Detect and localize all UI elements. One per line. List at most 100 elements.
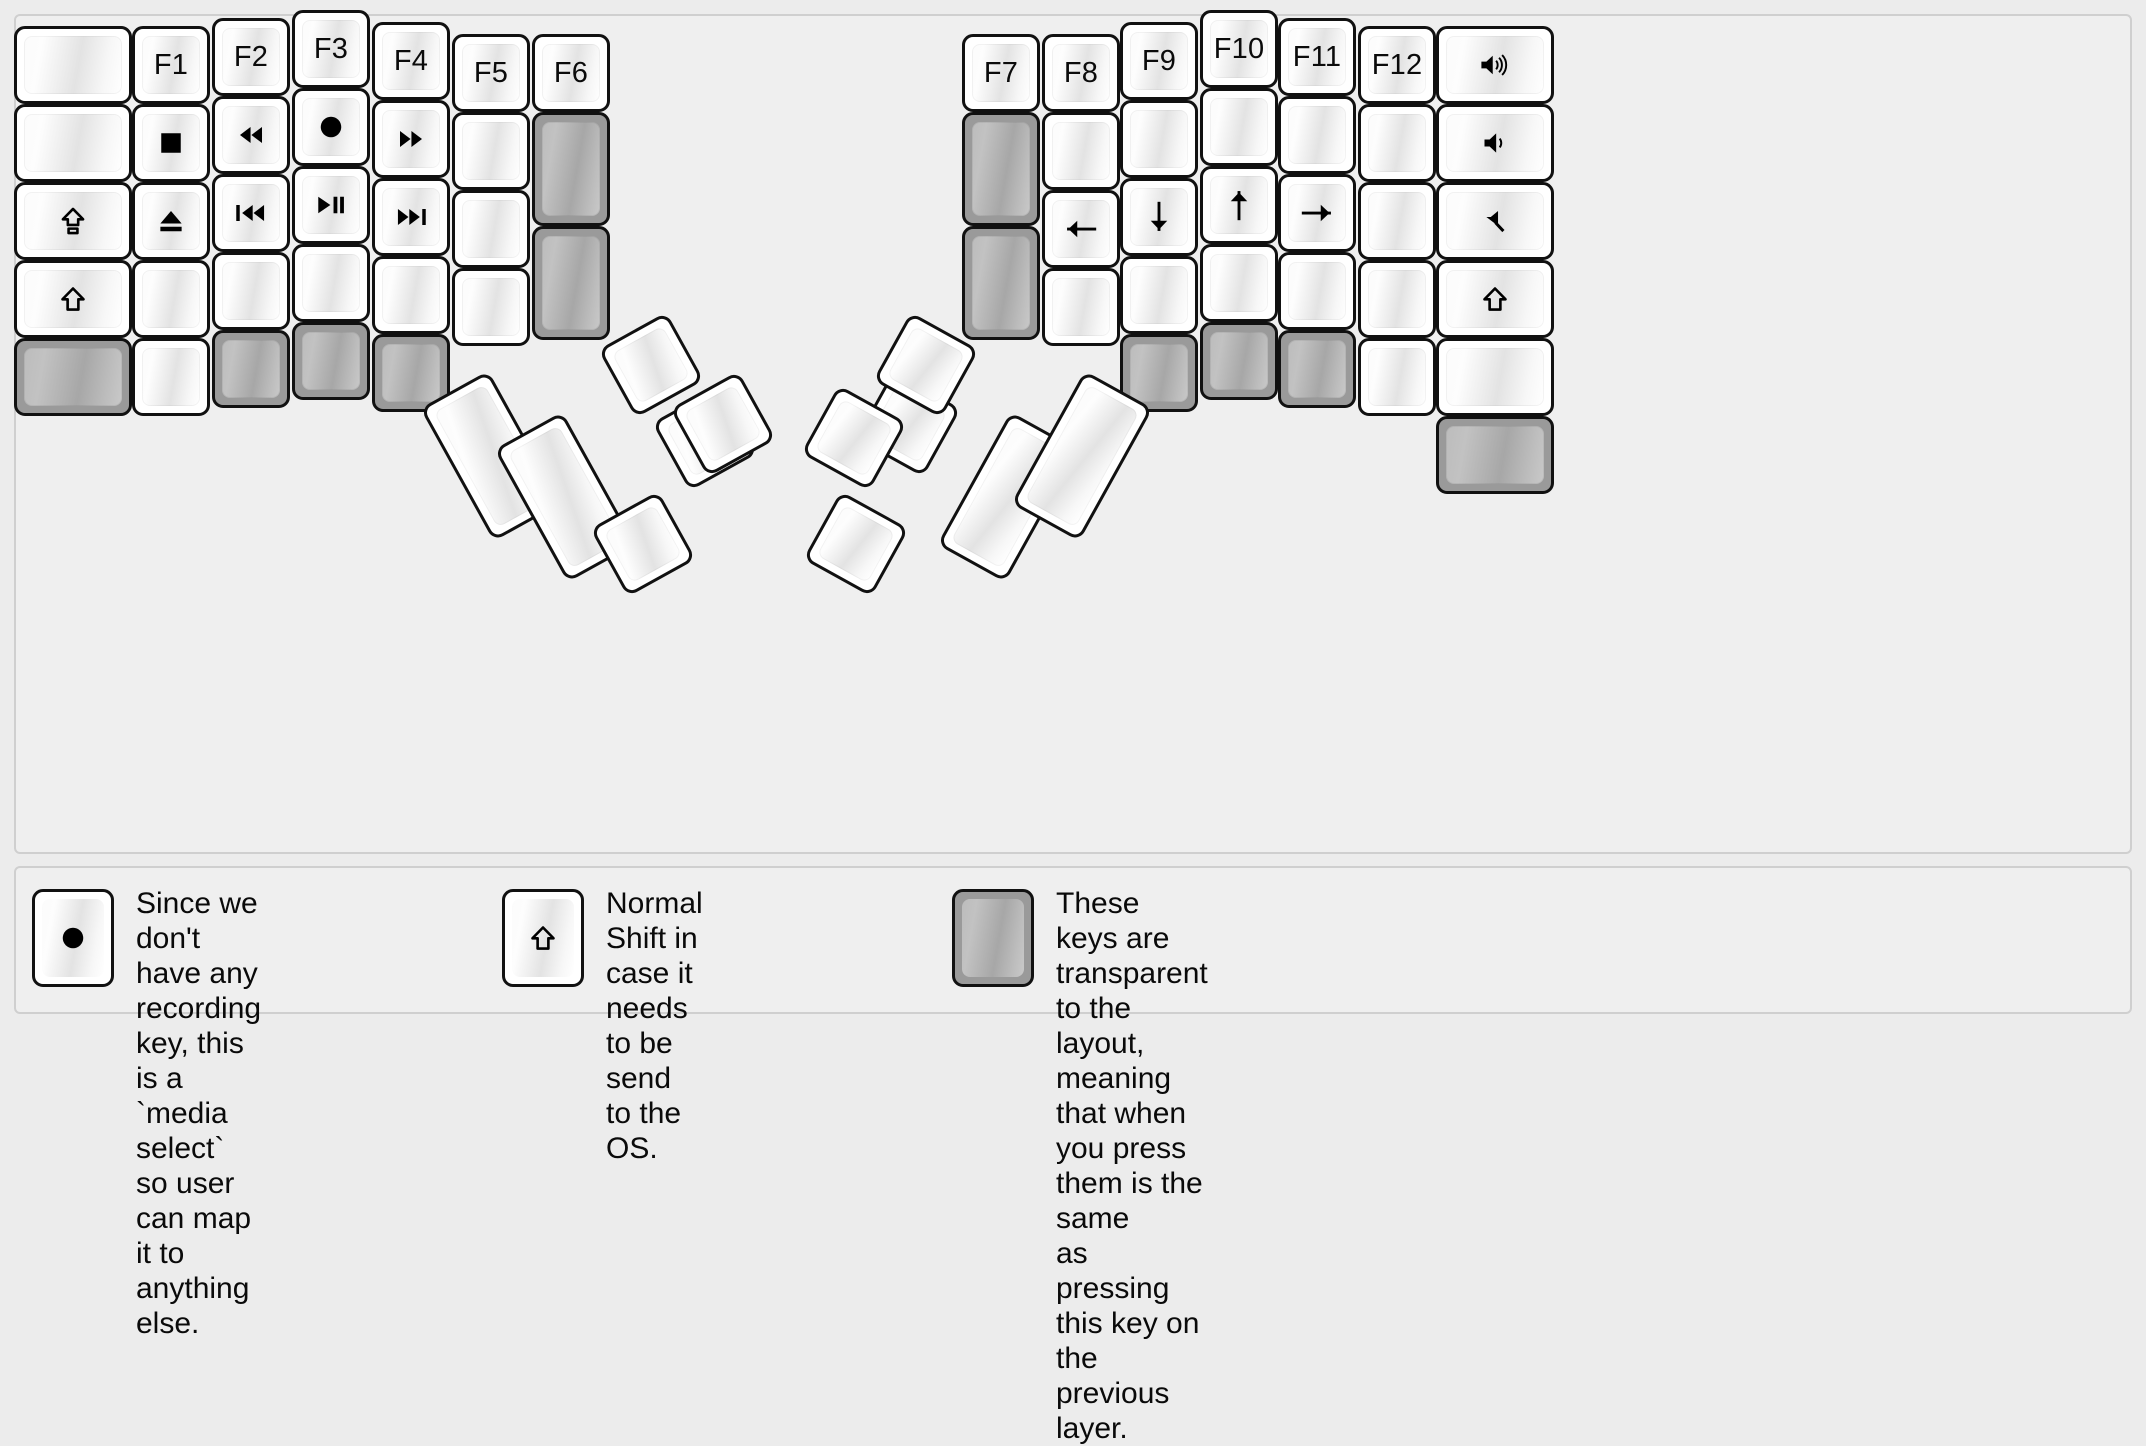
key-f11[interactable]: F11: [1278, 18, 1356, 96]
key-volume-down[interactable]: [1436, 104, 1554, 182]
key-cap-surface: [512, 899, 574, 977]
key-shift[interactable]: [1436, 260, 1554, 338]
key-cap-surface: [1052, 44, 1110, 102]
media-eject-icon: [156, 206, 186, 236]
key-blank[interactable]: [452, 112, 530, 190]
key-arrow-down[interactable]: [1120, 178, 1198, 256]
caps-lock-icon: [58, 205, 88, 237]
key-blank[interactable]: [1278, 252, 1356, 330]
key-transparent[interactable]: [1436, 416, 1554, 494]
key-transparent[interactable]: [292, 322, 370, 400]
key-blank[interactable]: [1042, 112, 1120, 190]
key-cap-surface: [302, 332, 360, 390]
key-blank[interactable]: [1200, 244, 1278, 322]
key-caps-lock[interactable]: [14, 182, 132, 260]
key-media-eject[interactable]: [132, 182, 210, 260]
key-blank[interactable]: [1358, 260, 1436, 338]
key-cap-surface: [814, 398, 894, 478]
key-media-next-track[interactable]: [372, 178, 450, 256]
key-media-rewind[interactable]: [212, 96, 290, 174]
key-cap-surface: [1130, 32, 1188, 90]
key-media-fast-forward[interactable]: [372, 100, 450, 178]
legend-shift-key-sample: [502, 889, 584, 987]
arrow-left-icon: [1063, 214, 1099, 244]
key-blank[interactable]: [1358, 104, 1436, 182]
key-blank[interactable]: [132, 338, 210, 416]
key-blank[interactable]: [1042, 268, 1120, 346]
key-arrow-left[interactable]: [1042, 190, 1120, 268]
shift-icon: [528, 923, 558, 953]
key-blank[interactable]: [14, 104, 132, 182]
key-cap-surface: [1052, 122, 1110, 180]
key-blank[interactable]: [1120, 100, 1198, 178]
media-stop-icon: [158, 130, 184, 156]
key-f9[interactable]: F9: [1120, 22, 1198, 100]
key-media-prev-track[interactable]: [212, 174, 290, 252]
key-cap-surface: [1288, 106, 1346, 164]
key-f6[interactable]: F6: [532, 34, 610, 112]
key-cap-surface: [1368, 192, 1426, 250]
key-media-stop[interactable]: [132, 104, 210, 182]
key-arrow-up[interactable]: [1200, 166, 1278, 244]
key-cap-surface: [382, 110, 440, 168]
media-record-icon: [316, 112, 346, 142]
key-f3[interactable]: F3: [292, 10, 370, 88]
key-arrow-right[interactable]: [1278, 174, 1356, 252]
key-blank[interactable]: [212, 252, 290, 330]
key-volume-mute[interactable]: [1436, 182, 1554, 260]
key-shift[interactable]: [14, 260, 132, 338]
key-transparent[interactable]: [962, 112, 1040, 226]
key-blank[interactable]: [1278, 96, 1356, 174]
key-media-play-pause[interactable]: [292, 166, 370, 244]
key-cap-surface: [1288, 262, 1346, 320]
key-cap-surface: [1368, 114, 1426, 172]
key-blank[interactable]: [132, 260, 210, 338]
key-blank[interactable]: [14, 26, 132, 104]
key-f2[interactable]: F2: [212, 18, 290, 96]
key-cap-surface: [1288, 28, 1346, 86]
key-cap-surface: [462, 44, 520, 102]
key-blank[interactable]: [292, 244, 370, 322]
key-f12[interactable]: F12: [1358, 26, 1436, 104]
key-transparent[interactable]: [14, 338, 132, 416]
key-blank[interactable]: [1358, 338, 1436, 416]
key-media-record[interactable]: [292, 88, 370, 166]
key-f5[interactable]: F5: [452, 34, 530, 112]
key-cap-surface: [972, 44, 1030, 102]
key-cap-surface: [962, 899, 1024, 977]
key-cap-surface: [1446, 270, 1544, 328]
key-transparent[interactable]: [962, 226, 1040, 340]
key-f10[interactable]: F10: [1200, 10, 1278, 88]
key-cap-surface: [683, 384, 763, 464]
arrow-right-icon: [1299, 198, 1335, 228]
key-transparent[interactable]: [532, 226, 610, 340]
key-cap-surface: [302, 20, 360, 78]
key-blank[interactable]: [372, 256, 450, 334]
key-f1[interactable]: F1: [132, 26, 210, 104]
legend-panel: [14, 866, 2132, 1014]
key-blank[interactable]: [1436, 338, 1554, 416]
key-cap-surface: [542, 236, 600, 330]
key-cap-surface: [24, 270, 122, 328]
key-cap-surface: [222, 28, 280, 86]
key-cap-surface: [24, 36, 122, 94]
key-blank[interactable]: [1200, 88, 1278, 166]
key-transparent[interactable]: [1278, 330, 1356, 408]
key-f8[interactable]: F8: [1042, 34, 1120, 112]
key-f4[interactable]: F4: [372, 22, 450, 100]
key-blank[interactable]: [1120, 256, 1198, 334]
key-cap-surface: [542, 122, 600, 216]
key-transparent[interactable]: [212, 330, 290, 408]
key-blank[interactable]: [1358, 182, 1436, 260]
key-volume-up[interactable]: [1436, 26, 1554, 104]
key-cap-surface: [1368, 36, 1426, 94]
key-cap-surface: [1368, 348, 1426, 406]
key-cap-surface: [382, 266, 440, 324]
key-blank[interactable]: [452, 190, 530, 268]
key-transparent[interactable]: [1200, 322, 1278, 400]
key-transparent[interactable]: [532, 112, 610, 226]
key-cap-surface: [302, 254, 360, 312]
key-blank[interactable]: [452, 268, 530, 346]
key-cap-surface: [1446, 348, 1544, 406]
key-f7[interactable]: F7: [962, 34, 1040, 112]
